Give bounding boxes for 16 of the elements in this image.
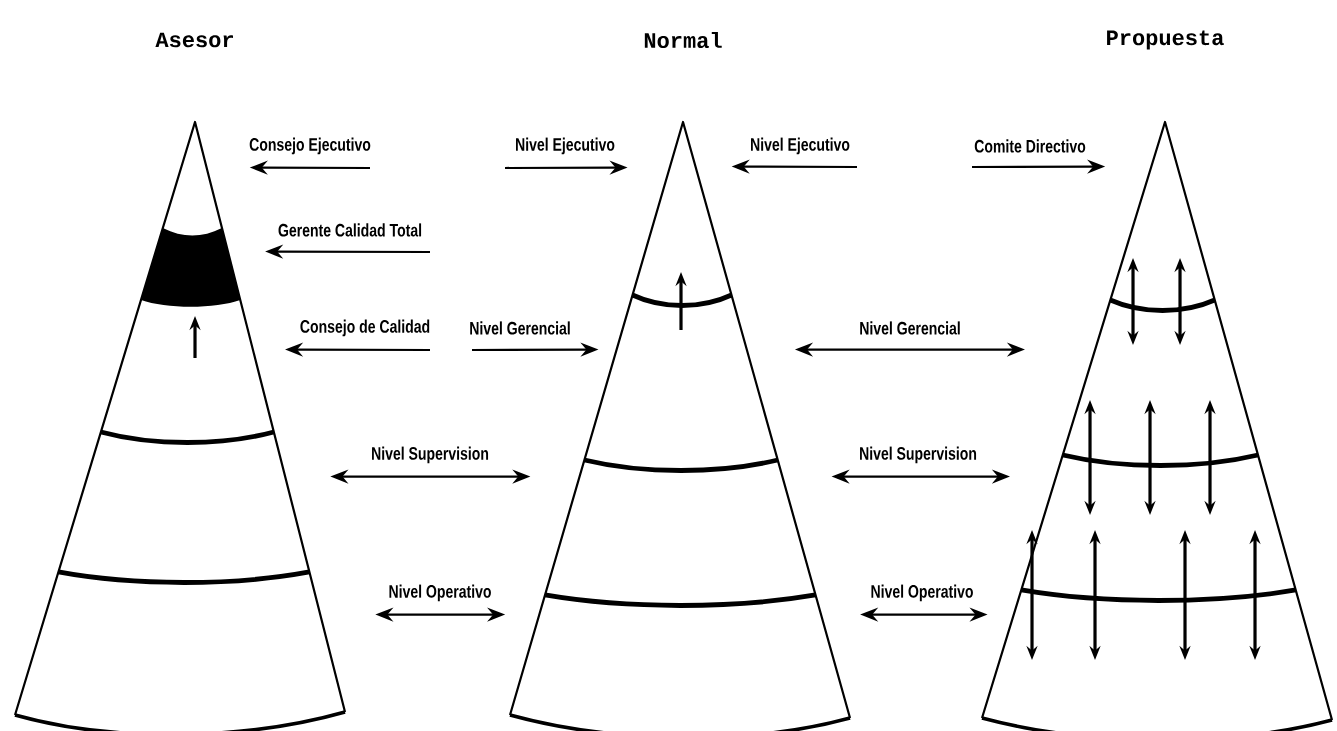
- edge-label: Nivel Operativo: [389, 584, 491, 602]
- cone-title: Propuesta: [1107, 30, 1224, 50]
- edge-label: Nivel Gerencial: [470, 321, 570, 335]
- edge-label: Nivel Gerencial: [860, 321, 960, 335]
- edge-label: Nivel Operativo: [871, 584, 973, 602]
- cone-title: Normal: [644, 31, 722, 49]
- edge-label: Nivel Ejecutivo: [516, 137, 615, 155]
- edge-label: Nivel Ejecutivo: [751, 137, 850, 155]
- edge-label: Gerente Calidad Total: [278, 223, 422, 237]
- cone: [508, 120, 852, 731]
- edge-label: Comite Directivo: [974, 139, 1086, 153]
- edge-label: Consejo de Calidad: [300, 319, 430, 337]
- cone-title: Asesor: [155, 32, 233, 48]
- edge-label: Nivel Supervision: [860, 446, 977, 464]
- edge-label: Consejo Ejecutivo: [249, 137, 371, 155]
- edge-label: Nivel Supervision: [372, 446, 489, 464]
